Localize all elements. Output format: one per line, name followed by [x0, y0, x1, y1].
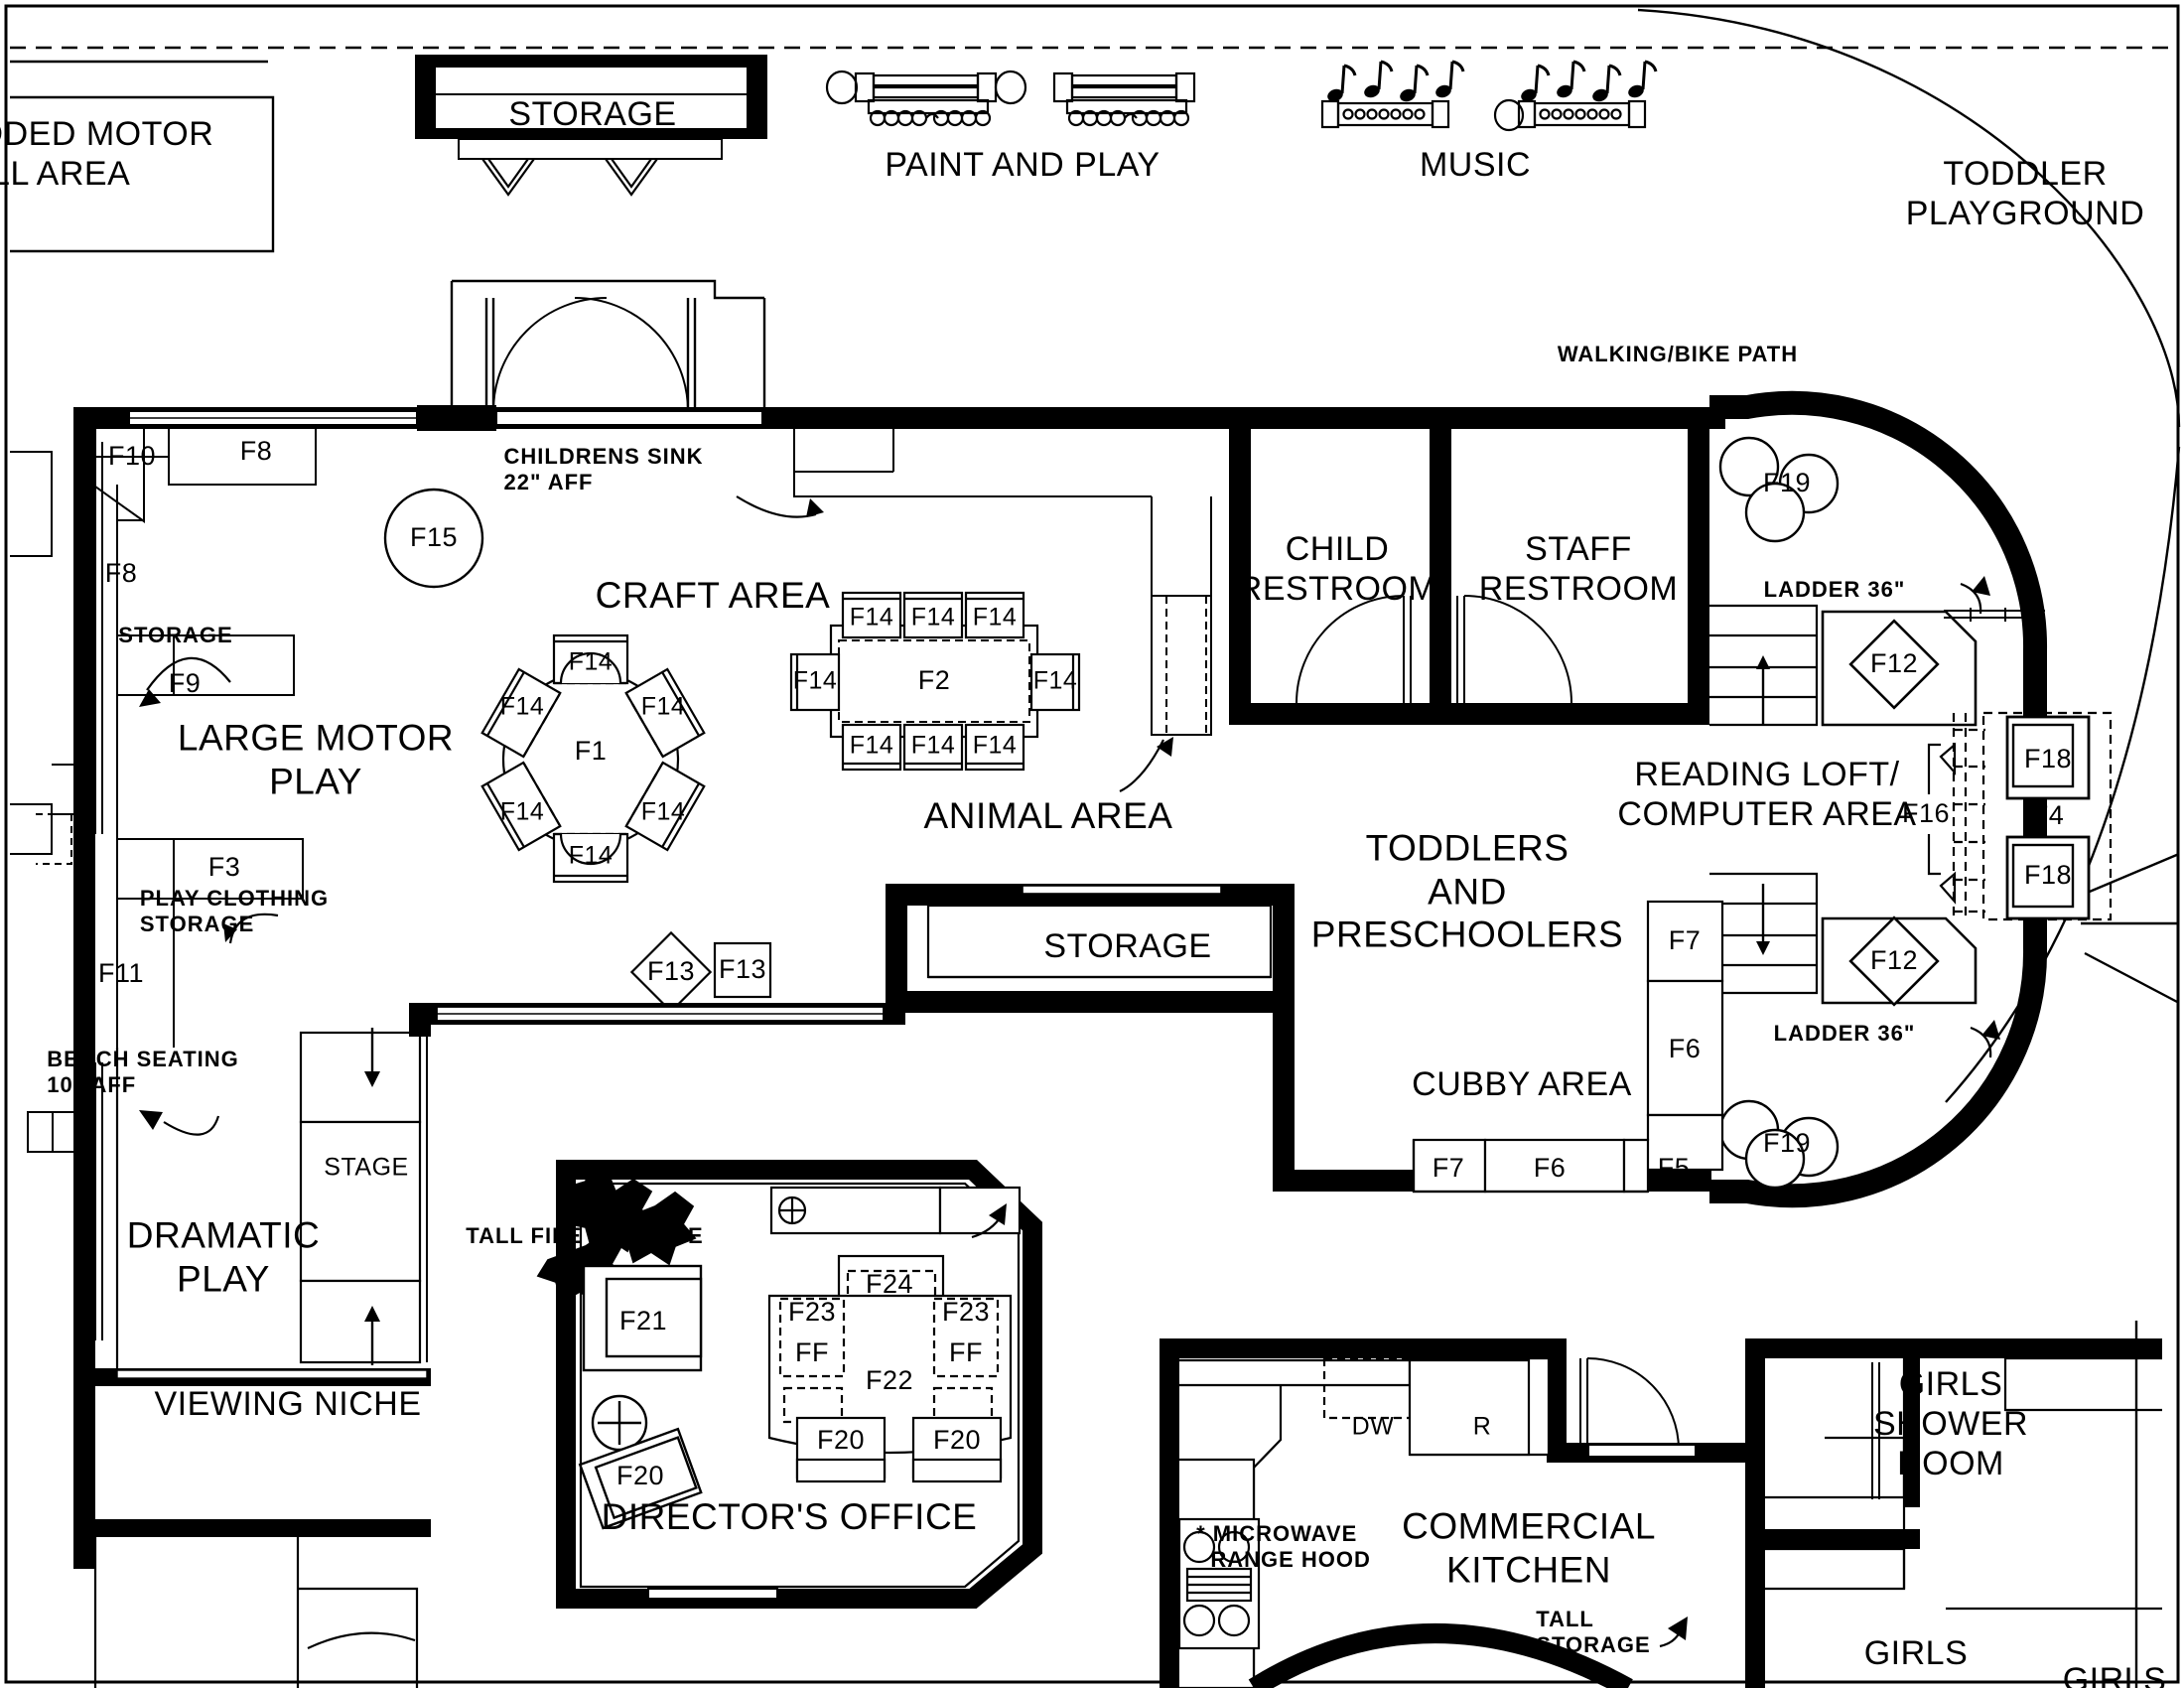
furniture-code-f20-chair-left: F20 [615, 1461, 665, 1491]
furniture-code-f7-cubby-horiz: F7 [1432, 1153, 1465, 1184]
furniture-code-f22-desk: F22 [865, 1365, 914, 1396]
annotation-microwave-range-hood: * MICROWAVE RANGE HOOD [1196, 1521, 1371, 1572]
label-music: MUSIC [1419, 146, 1532, 184]
annotation-play-clothing-storage: PLAY CLOTHING STORAGE [139, 886, 330, 936]
furniture-code-f6-cubby-vert: F6 [1668, 1034, 1702, 1064]
furniture-code-f14-round-1: F14 [568, 647, 614, 676]
label-reading-loft-computer-area: READING LOFT/ COMPUTER AREA [1617, 755, 1917, 833]
label-viewing-niche: VIEWING NICHE [154, 1384, 422, 1423]
furniture-code-f9-storage: F9 [168, 668, 202, 699]
furniture-code-f14-round-5: F14 [640, 797, 686, 826]
furniture-code-f20-chair-desk-left: F20 [816, 1425, 866, 1456]
furniture-code-f18-lower: F18 [2023, 860, 2073, 891]
label-girls-lower: GIRLS [1863, 1633, 1969, 1672]
furniture-code-f10-wall-left: F10 [107, 441, 157, 472]
furniture-code-f16-shelves: F16 [1901, 798, 1951, 829]
label-large-motor-play: LARGE MOTOR PLAY [177, 717, 455, 801]
annotation-tall-file-storage: TALL FILE STORAGE [466, 1223, 704, 1249]
label-staff-restroom: STAFF RESTROOM [1478, 529, 1679, 608]
furniture-code-ff-left: FF [795, 1337, 829, 1368]
annotation-tall-storage-kitchen: TALL STORAGE [1536, 1607, 1651, 1657]
furniture-code-f12-lower: F12 [1869, 945, 1919, 976]
label-toddlers-and-preschoolers: TODDLERS AND PRESCHOOLERS [1310, 827, 1624, 955]
furniture-code-f14-round-3: F14 [499, 797, 545, 826]
furniture-code-f14-rect-b1: F14 [849, 731, 894, 760]
label-cubby-area: CUBBY AREA [1412, 1064, 1632, 1103]
furniture-code-f4-computer: F4 [2031, 800, 2065, 831]
furniture-code-f12-upper: F12 [1869, 648, 1919, 679]
label-craft-area: CRAFT AREA [595, 575, 831, 617]
furniture-code-f13-diamond: F13 [646, 956, 696, 987]
furniture-code-f5-cubby-corner: F5 [1657, 1153, 1691, 1184]
label-paint-and-play: PAINT AND PLAY [885, 146, 1160, 184]
furniture-code-f7-cubby-vert: F7 [1668, 925, 1702, 956]
furniture-code-f2-rect-table: F2 [917, 665, 951, 696]
furniture-code-f8-left-wall: F8 [104, 558, 138, 589]
furniture-code-f14-round-2: F14 [499, 692, 545, 721]
label-toddler-playground: TODDLER PLAYGROUND [1905, 155, 2145, 233]
furniture-code-f3-play-clothing: F3 [207, 852, 241, 883]
label-girls-shower-room: GIRLS SHOWER ROOM [1873, 1364, 2028, 1483]
annotation-storage-upper-left: STORAGE [118, 623, 233, 648]
furniture-code-f23-chair-left: F23 [787, 1297, 837, 1328]
furniture-code-f14-rect-t3: F14 [972, 603, 1018, 632]
furniture-code-f24-credenza: F24 [865, 1269, 914, 1300]
furniture-code-f11-left-wall: F11 [97, 958, 145, 989]
label-storage-center: STORAGE [1043, 926, 1212, 965]
annotation-childrens-sink: CHILDRENS SINK 22" AFF [503, 444, 704, 494]
furniture-code-f13-square: F13 [718, 954, 767, 985]
furniture-code-f18-upper: F18 [2023, 744, 2073, 774]
furniture-code-f19-lower: F19 [1762, 1128, 1812, 1159]
furniture-code-f14-rect-b2: F14 [910, 731, 956, 760]
annotation-bench-seating: BENCH SEATING 10" AFF [47, 1047, 239, 1097]
furniture-code-f8-top-counter: F8 [239, 436, 273, 467]
furniture-code-f20-chair-desk-right: F20 [932, 1425, 982, 1456]
furniture-code-f23-chair-right: F23 [941, 1297, 991, 1328]
label-child-restroom: CHILD RESTROOM [1237, 529, 1437, 608]
furniture-code-f1-round-table: F1 [574, 736, 608, 767]
furniture-code-f14-rect-left: F14 [792, 666, 838, 695]
annotation-ladder-upper: LADDER 36" [1763, 577, 1906, 603]
furniture-code-ff-right: FF [949, 1337, 983, 1368]
label-girls-right: GIRLS [2062, 1660, 2167, 1688]
furniture-code-f14-rect-right: F14 [1032, 666, 1078, 695]
label-walking-bike-path: WALKING/BIKE PATH [1557, 342, 1799, 366]
label-dramatic-play: DRAMATIC PLAY [126, 1214, 321, 1299]
furniture-code-f14-round-4: F14 [568, 841, 614, 870]
label-commercial-kitchen: COMMERCIAL KITCHEN [1402, 1505, 1656, 1590]
label-storage-outdoor: STORAGE [508, 95, 677, 133]
furniture-code-f21-sofa: F21 [618, 1306, 668, 1336]
furniture-code-f19-upper: F19 [1762, 468, 1812, 498]
label-stage: STAGE [324, 1153, 409, 1182]
furniture-code-f15-circle: F15 [409, 522, 459, 553]
appliance-label-dishwasher: DW [1351, 1412, 1395, 1441]
label-directors-office: DIRECTOR'S OFFICE [601, 1496, 978, 1538]
appliance-label-refrigerator: R [1472, 1412, 1492, 1441]
furniture-code-f14-round-6: F14 [640, 692, 686, 721]
furniture-code-f6-cubby-horiz: F6 [1533, 1153, 1567, 1184]
label-animal-area: ANIMAL AREA [923, 795, 1173, 837]
furniture-code-f14-rect-t2: F14 [910, 603, 956, 632]
furniture-code-f14-rect-t1: F14 [849, 603, 894, 632]
annotation-ladder-lower: LADDER 36" [1773, 1021, 1916, 1047]
label-padded-motor-skill-area: PADDED MOTOR SKILL AREA [0, 115, 214, 194]
furniture-code-f14-rect-b3: F14 [972, 731, 1018, 760]
